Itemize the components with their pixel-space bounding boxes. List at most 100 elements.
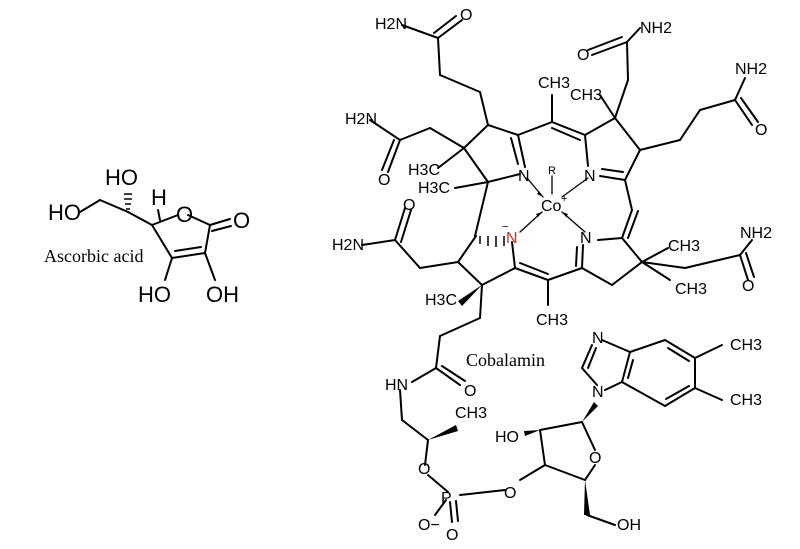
bond [474,181,489,237]
bond [551,121,586,136]
bond [604,381,623,391]
bond [171,252,206,259]
bond [679,109,701,141]
bond [539,429,546,466]
ascorbic-acid-structure: HO HO H O O HO OH Ascorbic acid [44,165,250,307]
caption-ascorbic-acid: Ascorbic acid [44,246,143,266]
bond [581,267,613,286]
atom-label: H [151,185,167,210]
bond [463,147,489,183]
hashed-bond [479,236,505,247]
bond [599,94,616,119]
bond [694,387,723,401]
amide-h2n: H2N [332,237,364,254]
bond [641,261,686,269]
bond [544,464,586,481]
amide-h2n: H2N [375,16,407,33]
bond [457,235,477,263]
cobalamin-structure: Co + R N N N N − CH3 CH3 CH3 CH3 CH3 CH3… [332,7,772,544]
bond [439,317,481,337]
bond [399,127,431,141]
amide-oxygen: O [403,197,415,214]
amide-oxygen: O [460,7,472,24]
charge-label: + [561,193,567,205]
bond [424,439,429,466]
bond [127,211,153,226]
bond [517,121,553,136]
double-bond [441,365,466,382]
bond [481,267,516,286]
bond [734,77,746,101]
double-bond [455,500,459,522]
wedge-bond [428,425,458,440]
double-bond [433,15,457,34]
wedge-bond [584,480,590,515]
caption-cobalamin: Cobalamin [466,350,545,370]
bond [437,19,463,39]
atom-label: O [233,208,250,233]
phosphorus-atom: P [441,490,452,507]
bond [369,119,401,141]
bond [614,117,641,151]
amide-oxygen: O [378,172,390,189]
amide-nh2: NH2 [640,20,672,37]
bond [624,179,633,211]
cobalt-coordination [519,175,589,233]
bond [435,367,461,386]
bond [399,389,403,421]
bond [99,199,129,213]
bond [621,351,631,383]
bond [599,175,626,181]
bond [361,239,396,246]
methyl-label: CH3 [668,238,700,255]
bond [699,99,736,111]
methyl-label: CH3 [675,281,707,298]
double-bond [575,246,578,267]
bond [411,367,437,383]
bond [157,209,161,221]
atom-label: HO [48,200,81,225]
bond [517,134,526,168]
bond [511,241,516,269]
methyl-label: H3C [418,180,450,197]
bond [427,474,449,493]
double-bond [627,359,634,379]
bond [664,339,696,359]
bond [479,284,483,319]
bond [437,37,441,76]
bond [581,244,584,269]
double-bond [400,209,412,243]
r-ligand-label: R [548,165,556,177]
amide-h2n: H2N [345,111,377,128]
double-bond [510,137,519,165]
bond [684,254,741,269]
benzimidazole-nitrogen: N [592,384,604,401]
amide-oxygen: O [464,383,476,400]
atom-label: HO [138,282,171,307]
methyl-label: CH3 [455,405,487,422]
bond [401,419,429,441]
wedge-bond [458,285,482,306]
ribose-ring-oxygen: O [589,450,601,467]
bond [586,514,616,526]
ring-nitrogen-anion: N [506,230,518,247]
double-bond [587,347,597,369]
bond [581,344,593,369]
bond [394,239,421,269]
bond [204,224,211,254]
bond [581,367,598,386]
double-bond [587,36,623,51]
bond [547,267,583,281]
bond [539,421,583,431]
bond [151,224,173,259]
bond [454,181,489,189]
bond [209,218,231,226]
bond [624,149,641,181]
bond [601,339,631,353]
amide-nh2: NH2 [735,61,767,78]
ring-nitrogen: N [584,168,596,185]
bond [621,209,633,239]
bond [459,489,506,496]
methyl-label: CH3 [730,337,762,354]
